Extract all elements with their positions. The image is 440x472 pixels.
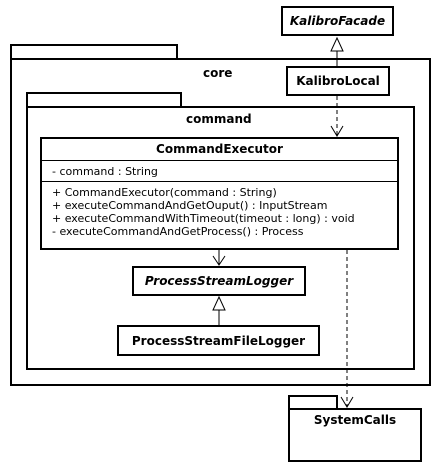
core-package-name: core: [203, 66, 233, 80]
process-stream-logger-class: [132, 266, 306, 296]
command-executor-operations: + CommandExecutor(command : String) + ex…: [52, 186, 355, 238]
kalibro-local-class: [286, 66, 390, 96]
command-package-name: command: [186, 112, 252, 126]
systemcalls-package: [288, 408, 422, 462]
systemcalls-package-name: SystemCalls: [313, 413, 397, 427]
kalibro-local-name: KalibroLocal: [296, 74, 380, 88]
operation-constructor: + CommandExecutor(command : String): [52, 186, 277, 199]
command-executor-name-divider: [42, 160, 397, 161]
operation-execute-and-get-process: - executeCommandAndGetProcess() : Proces…: [52, 225, 304, 238]
operation-execute-and-get-output: + executeCommandAndGetOuput() : InputStr…: [52, 199, 328, 212]
process-stream-logger-name: ProcessStreamLogger: [144, 274, 294, 288]
operation-execute-with-timeout: + executeCommandWithTimeout(timeout : lo…: [52, 212, 355, 225]
kalibro-dependency-arrowhead: [330, 125, 344, 137]
kalibro-generalization-arrowhead: [330, 36, 344, 52]
kalibro-facade-class: [281, 6, 394, 36]
command-package-tab: [26, 92, 182, 108]
systemcalls-package-tab: [288, 395, 338, 410]
command-attribute: - command : String: [52, 165, 158, 178]
command-executor-attribute-divider: [42, 181, 397, 182]
systemcalls-dependency-arrowhead: [340, 396, 354, 408]
kalibro-facade-name: KalibroFacade: [289, 14, 386, 28]
process-stream-file-logger-class: [117, 325, 320, 356]
process-stream-file-logger-name: ProcessStreamFileLogger: [131, 333, 306, 348]
file-logger-generalization-arrowhead: [212, 295, 226, 311]
command-executor-class: [40, 137, 399, 250]
core-package-tab: [10, 44, 178, 60]
logger-association-arrowhead: [212, 255, 226, 266]
command-executor-name: CommandExecutor: [156, 142, 283, 156]
